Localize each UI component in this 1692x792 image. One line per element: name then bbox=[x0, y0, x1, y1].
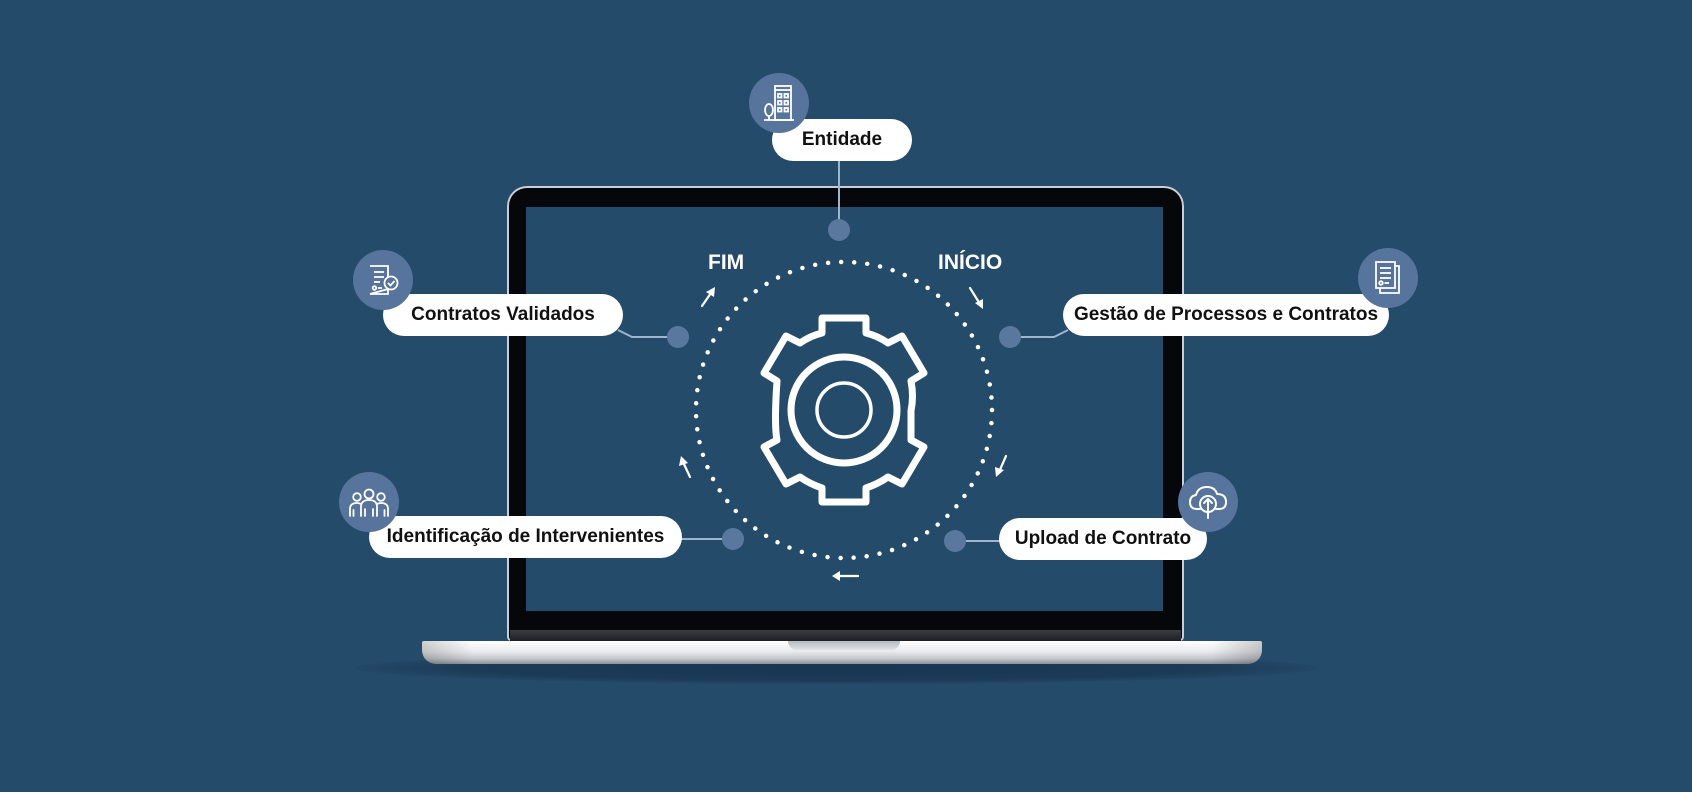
step-identificacao-intervenientes[interactable]: Identificação de Intervenientes bbox=[369, 516, 682, 558]
connector-lines bbox=[617, 160, 1069, 542]
step-gestao-processos-contratos[interactable]: Gestão de Processos e Contratos bbox=[1063, 294, 1389, 336]
gear-icon bbox=[760, 314, 928, 506]
node-dot-entidade bbox=[828, 219, 850, 241]
arrow-left-icon bbox=[832, 571, 860, 581]
step-label: Contratos Validados bbox=[411, 304, 595, 325]
step-upload-contrato[interactable]: Upload de Contrato bbox=[999, 518, 1207, 560]
building-icon bbox=[749, 73, 809, 133]
node-dot-identificacao bbox=[722, 528, 744, 550]
documents-icon bbox=[1358, 248, 1418, 308]
dotted-cycle-ring bbox=[693, 259, 995, 561]
step-label: Entidade bbox=[801, 129, 883, 150]
arrow-down-left-icon bbox=[995, 454, 1008, 477]
arrow-up-left-icon bbox=[679, 456, 692, 479]
step-label: Identificação de Intervenientes bbox=[386, 526, 665, 547]
laptop-base bbox=[422, 641, 1262, 664]
arrow-down-right-icon bbox=[968, 286, 983, 309]
laptop-hinge bbox=[510, 630, 1181, 641]
node-dot-contratos-validados bbox=[667, 326, 689, 348]
document-check-icon bbox=[353, 250, 413, 310]
arrow-up-right-icon bbox=[700, 287, 715, 308]
end-label: FIM bbox=[708, 251, 745, 274]
step-contratos-validados[interactable]: Contratos Validados bbox=[383, 294, 623, 336]
step-label: Gestão de Processos e Contratos bbox=[1073, 304, 1379, 325]
node-dots bbox=[667, 219, 1021, 552]
cloud-upload-icon bbox=[1178, 472, 1238, 532]
direction-arrows bbox=[679, 286, 1008, 581]
step-label: Upload de Contrato bbox=[1014, 528, 1192, 549]
node-dot-gestao bbox=[999, 326, 1021, 348]
laptop-notch bbox=[788, 641, 900, 650]
node-dot-upload bbox=[944, 530, 966, 552]
people-icon bbox=[339, 472, 399, 532]
start-label: INÍCIO bbox=[938, 251, 1003, 274]
